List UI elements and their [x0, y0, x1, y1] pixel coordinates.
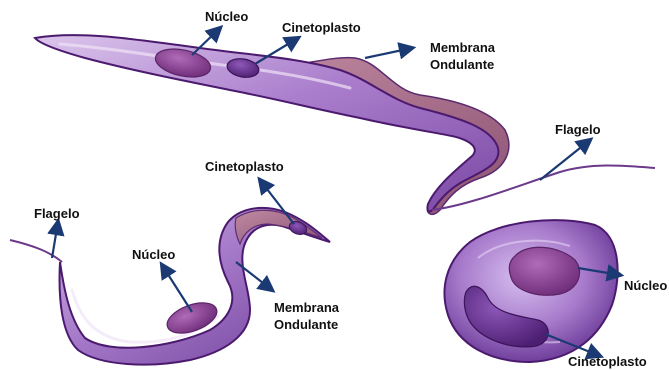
epimastigote-flagellum-arrow	[52, 222, 58, 258]
amastigote: Núcleo Cinetoplasto	[444, 220, 667, 369]
epimastigote-kinetoplast-label: Cinetoplasto	[205, 159, 284, 174]
epimastigote-nucleus-label: Núcleo	[132, 247, 175, 262]
trypomastigote-flagellum-label: Flagelo	[555, 122, 601, 137]
epimastigote-body	[60, 208, 330, 365]
trypomastigote-membrane-arrow	[365, 48, 412, 58]
amastigote-nucleus-label: Núcleo	[624, 278, 667, 293]
trypomastigote: Núcleo Cinetoplasto Membrana Ondulante F…	[35, 9, 655, 214]
trypomastigote-nucleus-label: Núcleo	[205, 9, 248, 24]
trypomastigote-membrane-label-line1: Membrana	[430, 40, 496, 55]
amastigote-kinetoplast-label: Cinetoplasto	[568, 354, 647, 369]
trypomastigote-kinetoplast-label: Cinetoplasto	[282, 20, 361, 35]
epimastigote-flagellum-label: Flagelo	[34, 206, 80, 221]
trypomastigote-body	[35, 35, 498, 211]
epimastigote-membrane-label-line1: Membrana	[274, 300, 340, 315]
epimastigote-membrane-label-line2: Ondulante	[274, 317, 338, 332]
trypomastigote-flagellum-arrow	[540, 140, 590, 180]
epimastigote: Cinetoplasto Flagelo Núcleo Membrana Ond…	[10, 159, 340, 365]
trypomastigote-membrane-label-line2: Ondulante	[430, 57, 494, 72]
epimastigote-nucleus-arrow	[162, 265, 192, 312]
